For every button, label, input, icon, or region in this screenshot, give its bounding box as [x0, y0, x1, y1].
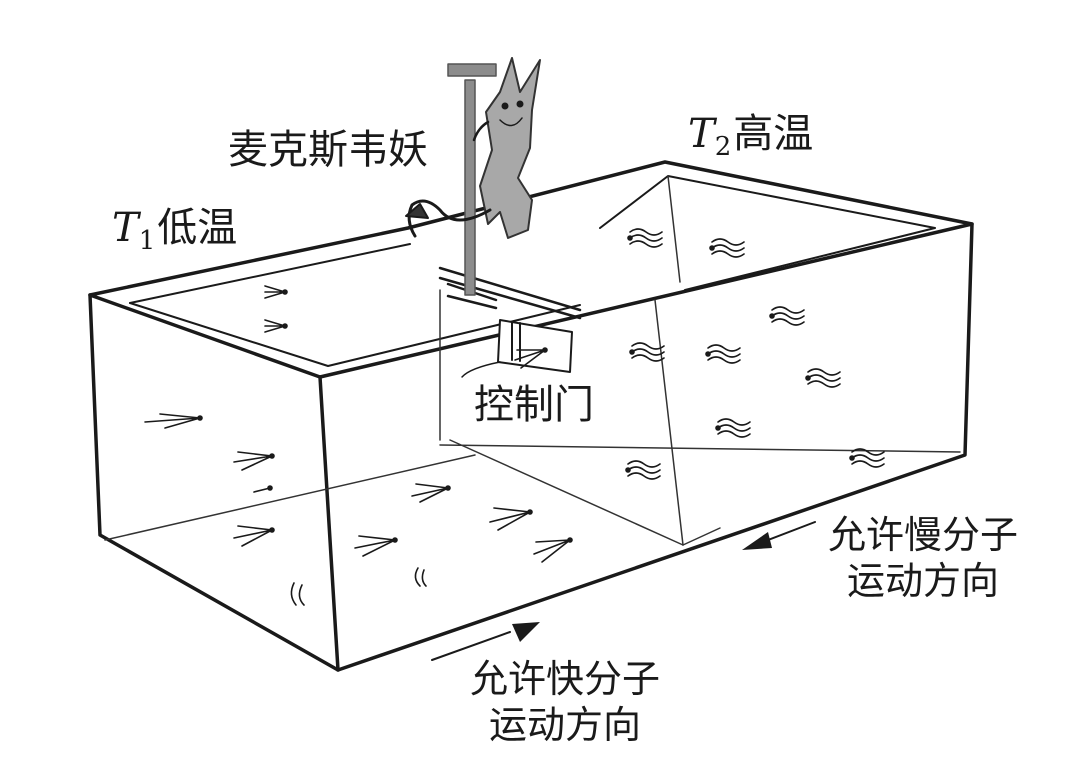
cold-temperature-subscript: 1: [139, 226, 156, 256]
direction-arrow-icon: [742, 532, 772, 550]
cold-side-label: T1低温: [112, 208, 237, 248]
slow-molecule-wave-icon: [630, 343, 664, 361]
fast-molecule-streak-icon: [291, 583, 304, 605]
fast-direction-arrow: [432, 622, 540, 660]
hot-temperature-symbol: T: [688, 111, 715, 157]
fast-molecule-streak-icon: [490, 508, 532, 530]
fast-molecule-streak-icon: [412, 484, 450, 502]
fast-molecule-streak-icon: [534, 538, 572, 562]
fast-molecule-streak-icon: [355, 536, 397, 556]
demon-label: 麦克斯韦妖: [228, 130, 428, 170]
fast-molecule-streak-icon: [254, 486, 272, 492]
slow-molecule-wave-icon: [716, 419, 750, 437]
demon-figure-icon: [406, 58, 540, 295]
slow-direction-line1: 允许慢分子: [828, 512, 1018, 558]
hot-side-label: T2高温: [688, 114, 813, 154]
fast-molecule-streak-icon: [234, 526, 274, 546]
fast-molecule-streak-icon: [265, 286, 287, 298]
fast-direction-line1: 允许快分子: [470, 656, 660, 702]
fast-molecule-streak-icon: [234, 452, 274, 470]
direction-arrow-icon: [512, 622, 540, 642]
slow-molecule-wave-icon: [706, 345, 740, 363]
slow-molecule-wave-icon: [710, 239, 744, 257]
slow-molecule-direction-label: 允许慢分子 运动方向: [828, 512, 1018, 605]
cold-temperature-symbol: T: [112, 205, 139, 251]
fast-molecule-streak-icon: [265, 320, 287, 332]
hot-temperature-subscript: 2: [715, 132, 732, 162]
slow-molecules: [626, 229, 884, 479]
fast-molecule-streak-icon: [415, 568, 426, 586]
slow-molecule-wave-icon: [806, 369, 840, 387]
control-door-label: 控制门: [470, 385, 598, 425]
fast-molecule-direction-label: 允许快分子 运动方向: [470, 656, 660, 749]
slow-molecule-wave-icon: [850, 449, 884, 467]
slow-molecule-wave-icon: [770, 307, 804, 325]
fast-direction-line2: 运动方向: [470, 702, 660, 748]
slow-molecule-wave-icon: [628, 229, 662, 247]
fast-molecule-streak-icon: [145, 414, 202, 428]
cold-side-text: 低温: [157, 205, 237, 251]
hot-side-text: 高温: [733, 111, 813, 157]
slow-direction-line2: 运动方向: [828, 558, 1018, 604]
slow-molecule-wave-icon: [626, 461, 660, 479]
